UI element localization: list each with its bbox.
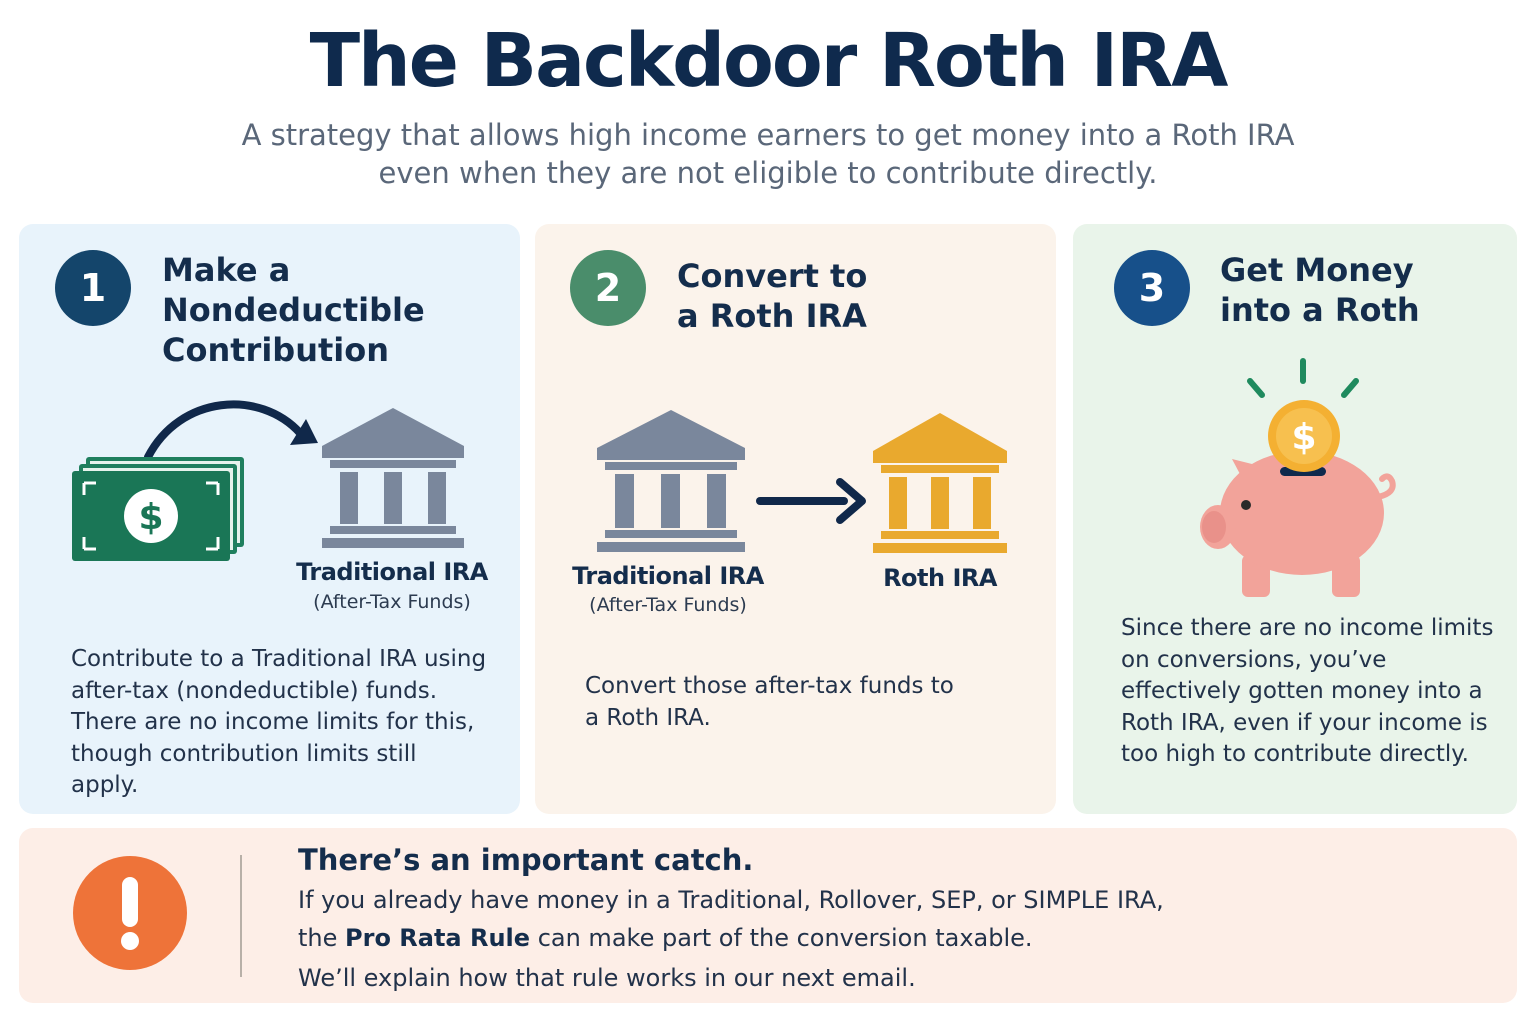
bank-building-icon (597, 410, 745, 552)
step-2-to-label: Roth IRA (883, 564, 997, 592)
catch-line-2-prefix: the (298, 924, 346, 952)
step-2-from-sublabel: (After-Tax Funds) (589, 594, 747, 616)
step-3-title: Get Money into a Roth (1220, 251, 1420, 329)
step-1-title: Make a Nondeductible Contribution (162, 251, 425, 369)
curved-arrow-icon (144, 400, 318, 461)
bank-building-icon (322, 408, 464, 548)
catch-line-3: We’ll explain how that rule works in our… (298, 964, 916, 992)
catch-line-2: the Pro Rata Rule can make part of the c… (298, 924, 1033, 952)
catch-line-2-suffix: can make part of the conversion taxable. (530, 924, 1033, 952)
catch-line-1: If you already have money in a Tradition… (298, 886, 1164, 914)
exclamation-icon (73, 856, 187, 970)
svg-text:$: $ (1291, 417, 1316, 458)
gold-bank-building-icon (873, 413, 1007, 553)
subtitle-line-1: A strategy that allows high income earne… (241, 118, 1295, 152)
subtitle-line-2: even when they are not eligible to contr… (378, 156, 1158, 190)
step-2-description: Convert those after-tax funds to a Roth … (585, 673, 954, 731)
step-1-description: Contribute to a Traditional IRA using af… (71, 646, 487, 798)
pro-rata-rule-term: Pro Rata Rule (345, 924, 531, 952)
right-arrow-icon (756, 478, 866, 524)
step-1-account-sublabel: (After-Tax Funds) (313, 591, 471, 613)
step-2-number-badge: 2 (570, 250, 646, 326)
page-subtitle: A strategy that allows high income earne… (168, 116, 1368, 192)
catch-divider (240, 855, 242, 977)
catch-banner (19, 828, 1517, 1003)
step-3-description: Since there are no income limits on conv… (1121, 615, 1494, 767)
catch-title: There’s an important catch. (298, 843, 754, 877)
piggy-bank-icon (1200, 358, 1396, 597)
step-1-account-label: Traditional IRA (296, 558, 488, 586)
step-3-number-badge: 3 (1114, 250, 1190, 326)
svg-text:$: $ (138, 497, 163, 538)
dollar-bills-icon: $ (72, 457, 244, 561)
step-1-number-badge: 1 (55, 250, 131, 326)
page-title: The Backdoor Roth IRA (309, 18, 1229, 104)
step-2-title: Convert to a Roth IRA (677, 257, 868, 335)
step-2-from-label: Traditional IRA (572, 562, 764, 590)
coin-icon: $ (1268, 400, 1340, 472)
